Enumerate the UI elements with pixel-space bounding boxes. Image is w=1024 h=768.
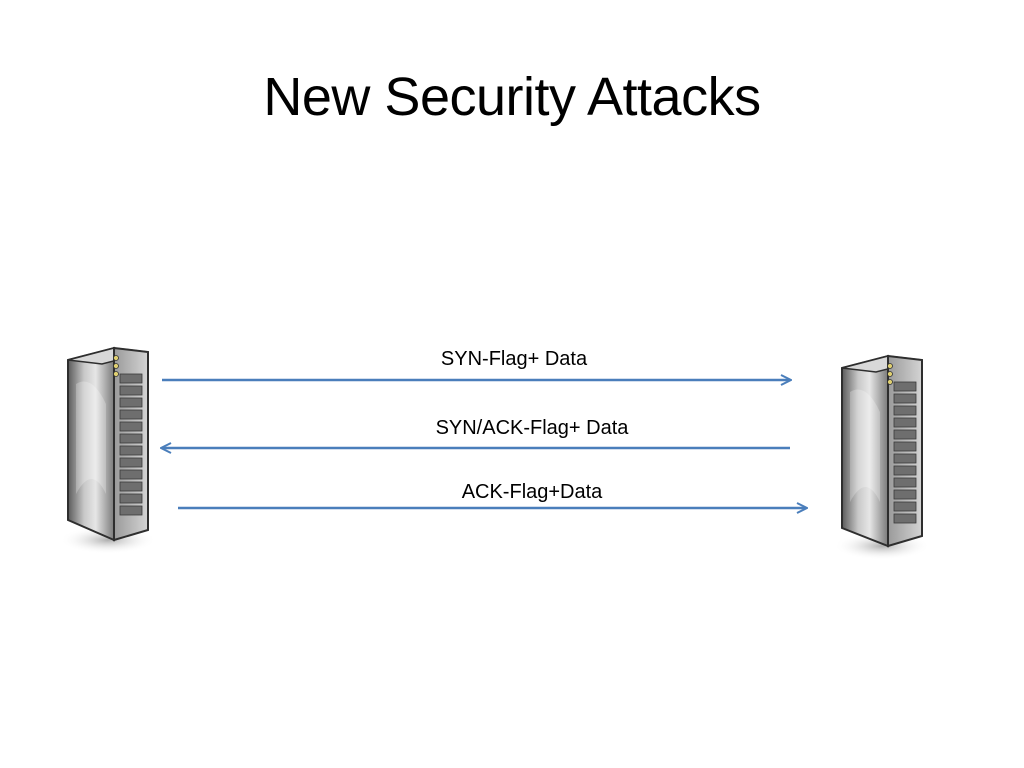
server-icon [834,354,930,560]
slide-title: New Security Attacks [263,67,761,127]
message-label-syn-ack: SYN/ACK-Flag+ Data [435,417,629,439]
message-label-ack: ACK-Flag+Data [461,481,603,503]
message-label-syn: SYN-Flag+ Data [440,348,588,370]
server-icon [60,346,156,554]
